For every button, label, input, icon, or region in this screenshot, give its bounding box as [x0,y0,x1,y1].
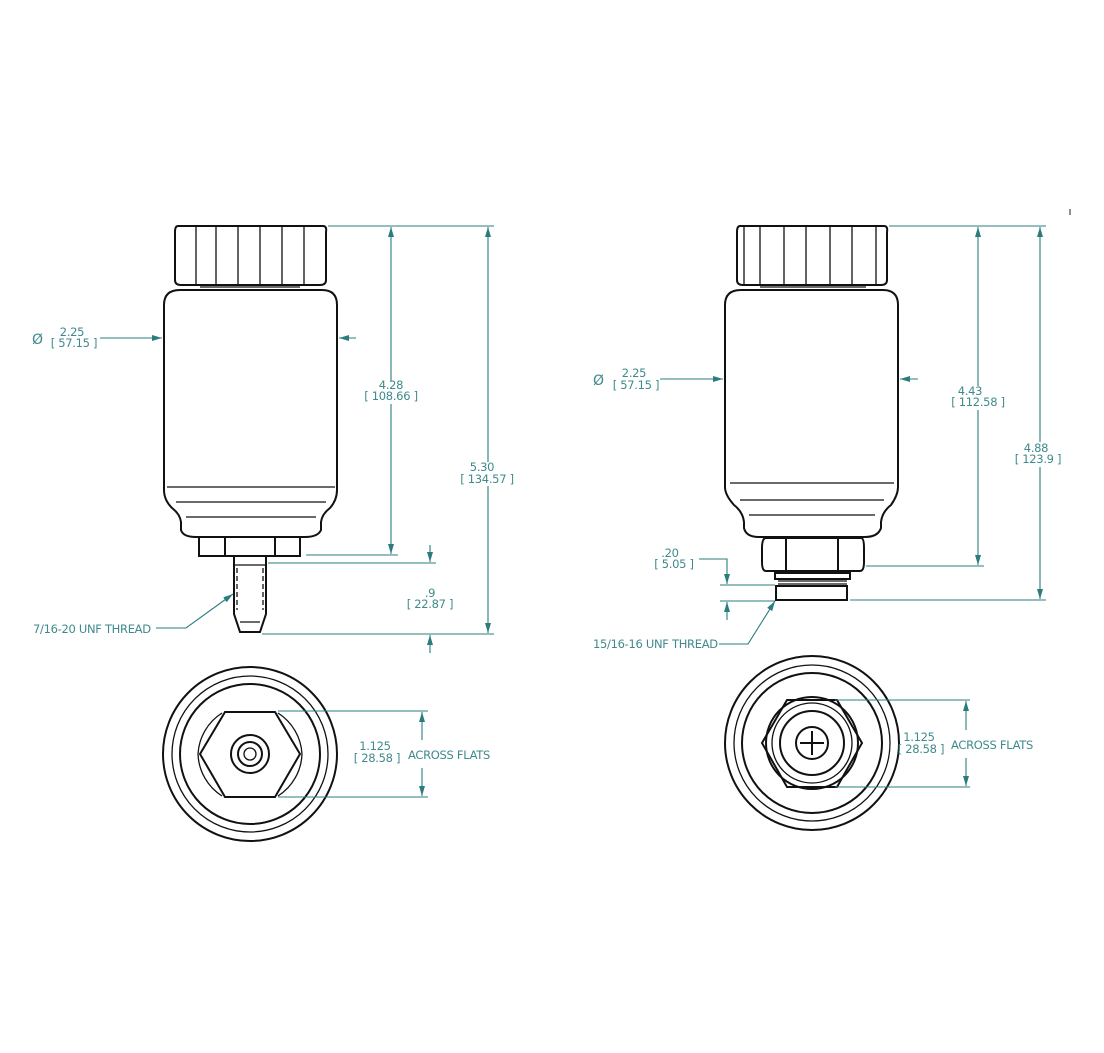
flats-label: ACROSS FLATS [951,738,1033,752]
flats-mm: [ 28.58 ] [898,742,945,756]
knurled-cap [174,225,328,286]
diameter-symbol: Ø [32,332,43,348]
cross-icon [800,731,824,755]
flats-in: 1.125 [359,739,390,753]
overall-height-mm: [ 134.57 ] [460,472,514,486]
hex-flats [198,711,302,798]
reservoir-body [163,289,338,538]
body-height-in: 4.43 [958,384,982,398]
diameter-symbol: Ø [593,373,604,389]
diameter-mm: [ 57.15 ] [51,336,98,350]
flats-in: 1.125 [903,730,934,744]
body-height-in: 4.28 [379,378,403,392]
overall-height-in: 4.88 [1024,441,1048,455]
body-height-mm: [ 112.58 ] [951,395,1005,409]
reservoir-body [724,289,899,538]
left-bottom-view: 1.125 [ 28.58 ] ACROSS FLATS [162,666,490,842]
diameter-in: 2.25 [60,325,84,339]
hex-fitting [761,537,865,572]
threaded-stem [233,556,267,633]
left-side-view: Ø 2.25 [ 57.15 ] 4.28 [ 108.66 ] 5.30 [ … [32,225,514,653]
thread-callout: 7/16-20 UNF THREAD [33,622,151,636]
stem-length-mm: [ 22.87 ] [407,597,454,611]
thread-length-in: .20 [661,546,678,560]
threaded-boss [774,572,851,601]
right-bottom-view: 1.125 [ 28.58 ] ACROSS FLATS [724,655,1033,831]
hex-fitting [198,536,301,557]
knurled-cap [736,225,889,286]
overall-height-mm: [ 123.9 ] [1015,452,1062,466]
diameter-mm: [ 57.15 ] [613,378,660,392]
stem-length-in: .9 [425,586,435,600]
diameter-in: 2.25 [622,366,646,380]
thread-length-mm: [ 5.05 ] [654,557,694,571]
right-side-view: Ø 2.25 [ 57.15 ] 4.43 [ 112.58 ] 4.88 [ … [593,225,1062,651]
flats-mm: [ 28.58 ] [354,751,401,765]
thread-callout: 15/16-16 UNF THREAD [593,637,718,651]
flats-label: ACROSS FLATS [408,748,490,762]
body-height-mm: [ 108.66 ] [364,389,418,403]
overall-height-in: 5.30 [470,460,494,474]
